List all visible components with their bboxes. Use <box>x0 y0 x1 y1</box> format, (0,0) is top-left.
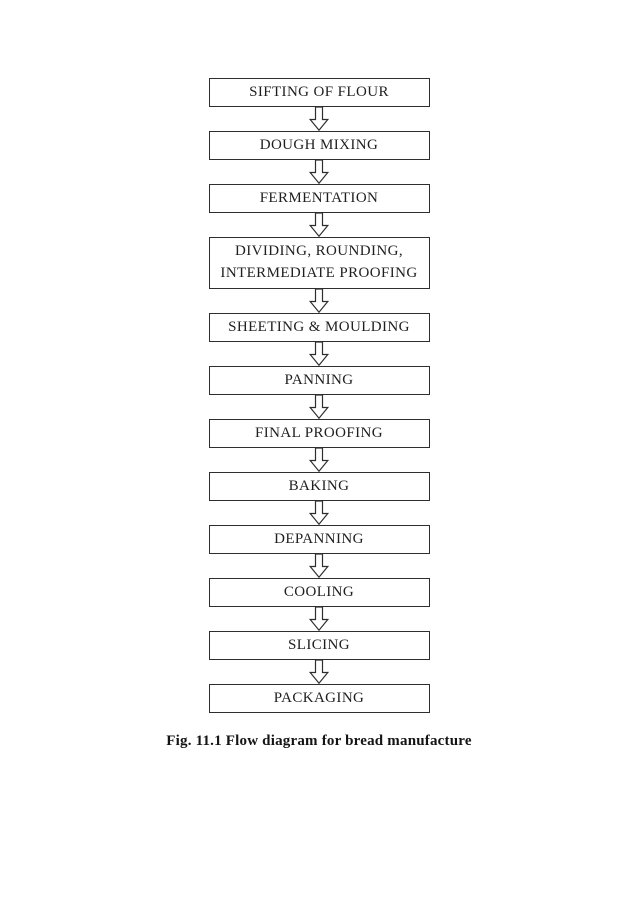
bread-manufacture-flowchart: SIFTING OF FLOUR DOUGH MIXING FERMENTATI… <box>208 78 430 713</box>
flow-step-fermentation: FERMENTATION <box>208 184 430 213</box>
flow-step-sifting-of-flour: SIFTING OF FLOUR <box>208 78 430 107</box>
flow-step-sheeting-and-moulding: SHEETING & MOULDING <box>208 313 430 342</box>
down-arrow-icon <box>308 607 330 631</box>
down-arrow-icon <box>308 501 330 525</box>
down-arrow-icon <box>308 160 330 184</box>
figure-caption: Fig. 11.1 Flow diagram for bread manufac… <box>166 733 472 749</box>
down-arrow-icon <box>308 395 330 419</box>
flow-step-panning: PANNING <box>208 366 430 395</box>
flow-step-dividing-rounding-intermediate-proofing: DIVIDING, ROUNDING, INTERMEDIATE PROOFIN… <box>208 237 430 289</box>
flow-step-final-proofing: FINAL PROOFING <box>208 419 430 448</box>
down-arrow-icon <box>308 660 330 684</box>
down-arrow-icon <box>308 554 330 578</box>
flow-step-depanning: DEPANNING <box>208 525 430 554</box>
down-arrow-icon <box>308 448 330 472</box>
down-arrow-icon <box>308 107 330 131</box>
down-arrow-icon <box>308 342 330 366</box>
down-arrow-icon <box>308 213 330 237</box>
flow-step-cooling: COOLING <box>208 578 430 607</box>
flow-step-dough-mixing: DOUGH MIXING <box>208 131 430 160</box>
flow-step-baking: BAKING <box>208 472 430 501</box>
flow-step-packaging: PACKAGING <box>208 684 430 713</box>
flow-step-slicing: SLICING <box>208 631 430 660</box>
down-arrow-icon <box>308 289 330 313</box>
